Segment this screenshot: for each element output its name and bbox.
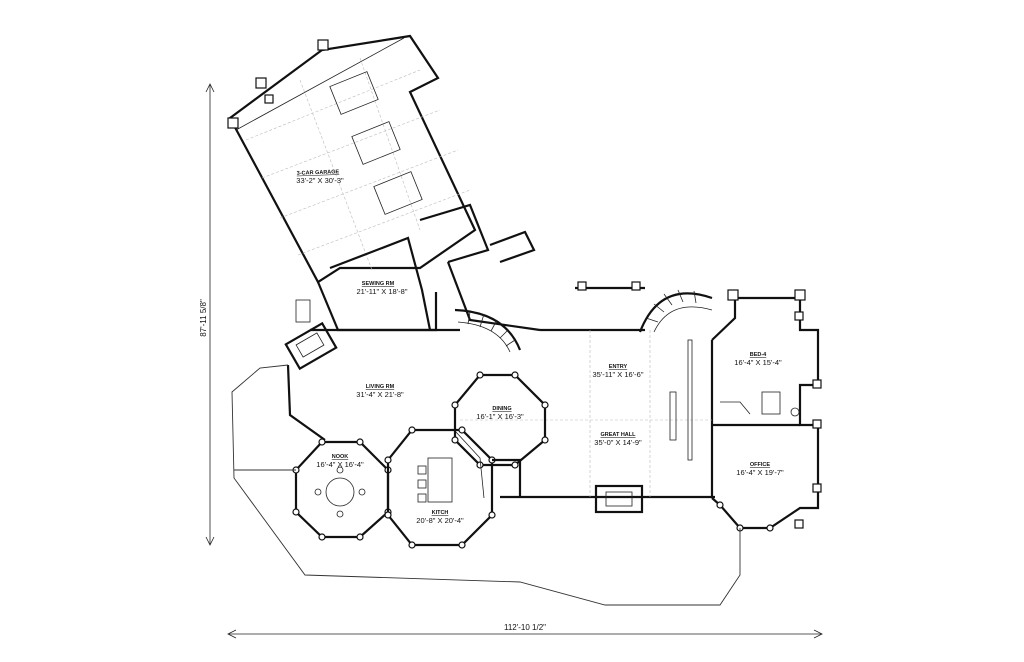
- living-name: LIVING RM: [366, 384, 395, 390]
- dining-size: 16'-1" X 16'-3": [476, 412, 524, 421]
- porch-outline: [231, 364, 741, 606]
- kitchen-name: KITCH: [432, 510, 449, 516]
- garage-size: 33'-2" X 30'-3": [296, 176, 344, 185]
- nook-name: NOOK: [332, 454, 349, 460]
- width-dimension-line: [227, 629, 823, 639]
- dining-name: DINING: [492, 406, 511, 412]
- garage-wing: [227, 34, 477, 332]
- width-dimension-label: 112'-10 1/2": [504, 623, 546, 632]
- nook-octagon: [292, 438, 392, 541]
- entry-name: ENTRY: [609, 364, 628, 370]
- depth-dimension-label: 87'-11 5/8": [199, 299, 208, 337]
- sewing-name: SEWING RM: [362, 281, 395, 287]
- east-stair: [638, 289, 713, 333]
- living-size: 31'-4" X 21'-8": [356, 390, 404, 399]
- nook-size: 16'-4" X 16'-4": [316, 460, 364, 469]
- bed-size: 16'-4" X 15'-4": [734, 358, 782, 367]
- office-name: OFFICE: [750, 462, 770, 468]
- west-stair: [454, 308, 522, 353]
- bed-name: BED-4: [750, 352, 767, 358]
- main-house-body: [286, 281, 800, 514]
- great-hall-size: 35'-0" X 14'-9": [594, 438, 642, 447]
- office-size: 16'-4" X 19'-7": [736, 468, 784, 477]
- sewing-size: 21'-11" X 18'-8": [357, 287, 408, 296]
- living-fireplace: [284, 299, 338, 371]
- kitchen-size: 20'-8" X 20'-4": [416, 516, 464, 525]
- great-hall-name: GREAT HALL: [600, 432, 636, 438]
- dining-octagon: [451, 371, 549, 469]
- kitchen-octagon: [384, 426, 496, 549]
- garage-name: 3-CAR GARAGE: [297, 169, 340, 176]
- east-wing: [711, 289, 822, 532]
- depth-dimension-line: [205, 83, 215, 546]
- entry-size: 35'-11" X 16'-6": [593, 370, 644, 379]
